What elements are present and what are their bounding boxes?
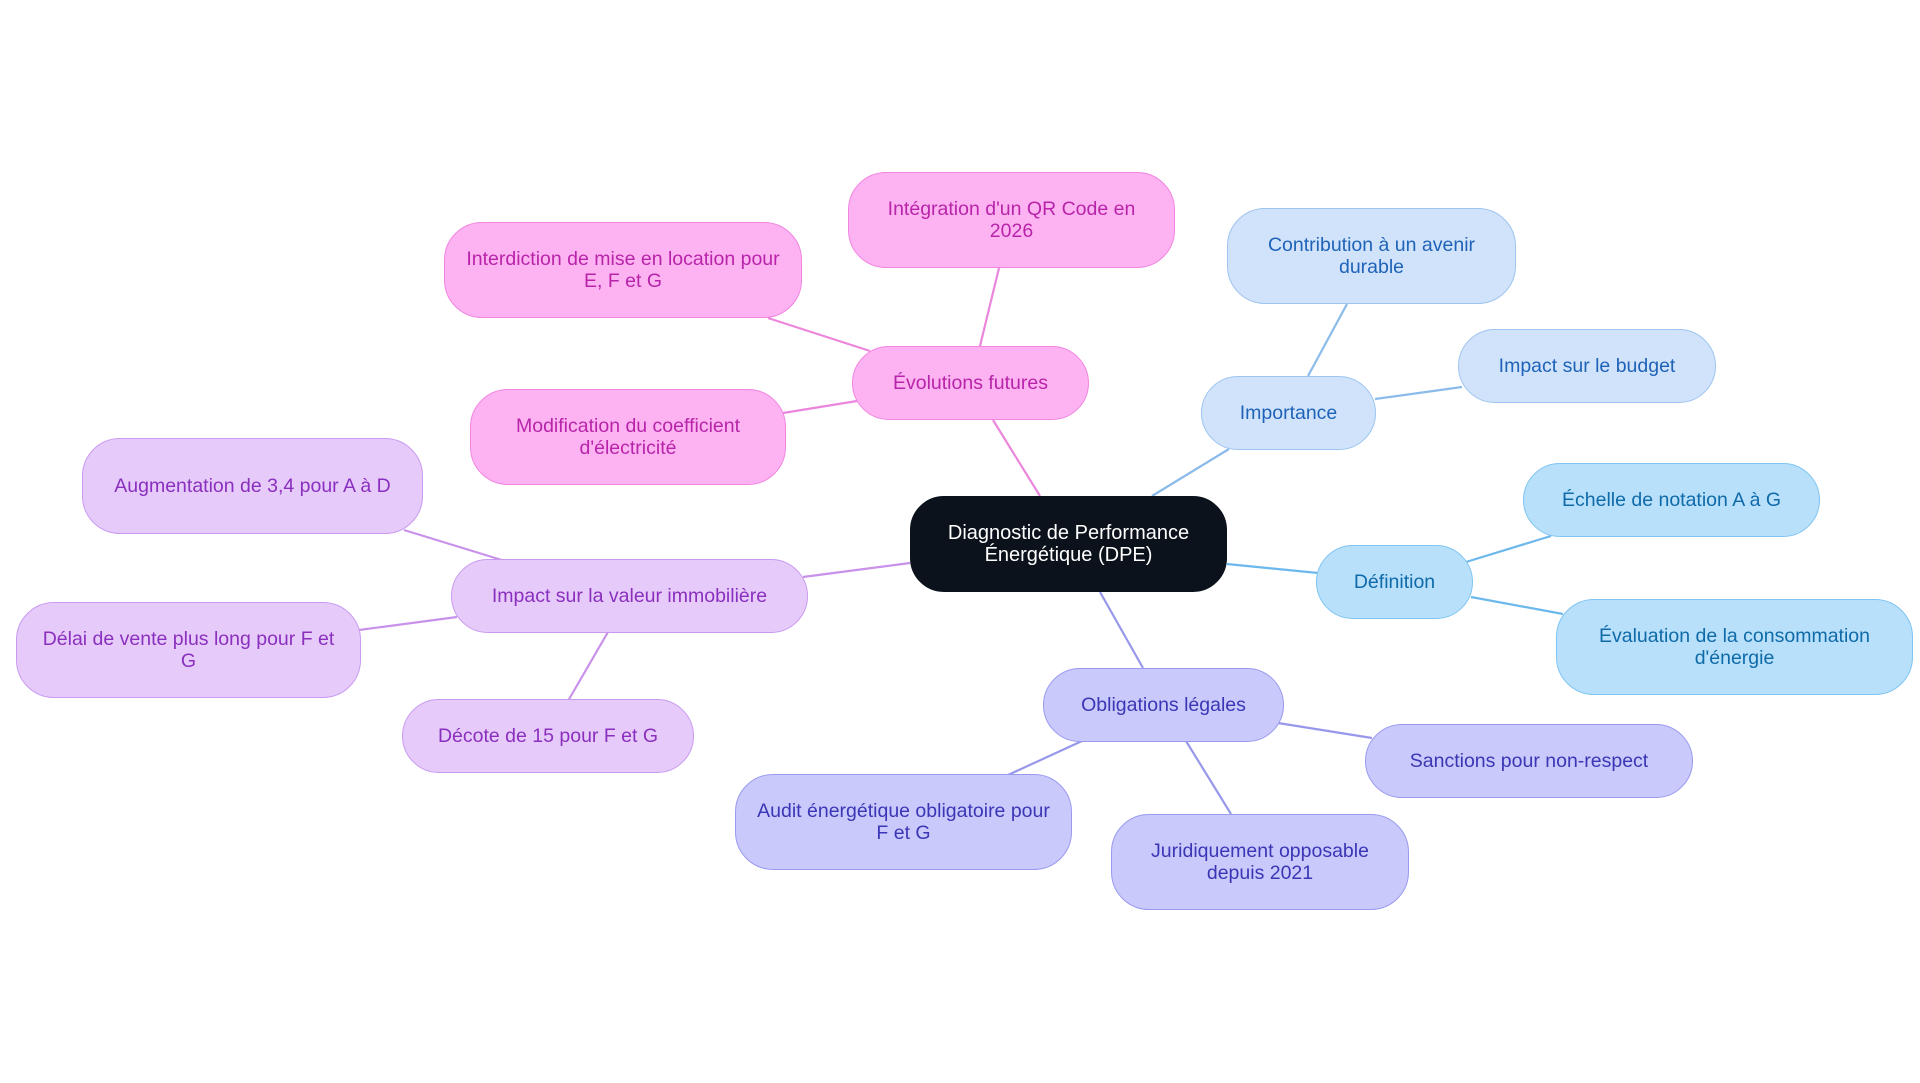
leaf-label: Modification du coefficient d'électricit… [515,415,741,459]
edge-obligations-sanctions [1277,721,1373,740]
edge-obligations-audit [1007,740,1083,776]
leaf-label: Décote de 15 pour F et G [437,725,659,747]
edge-definition-echelle [1465,534,1552,564]
edge-impact-delai [358,615,458,632]
edge-obligations-juridique [1185,740,1232,815]
leaf-node: Interdiction de mise en location pour E,… [444,222,802,318]
leaf-node: Contribution à un avenir durable [1227,208,1516,304]
edge-impact-decote [567,631,609,702]
branch-node-evolutions: Évolutions futures [852,346,1089,420]
edge-root-definition [1226,562,1319,575]
branch-label: Importance [1239,402,1338,424]
leaf-label: Intégration d'un QR Code en 2026 [887,198,1136,242]
leaf-label: Impact sur le budget [1498,355,1676,377]
branch-label: Évolutions futures [892,372,1048,394]
leaf-node: Juridiquement opposable depuis 2021 [1111,814,1409,910]
leaf-node: Audit énergétique obligatoire pour F et … [735,774,1072,870]
leaf-node: Échelle de notation A à G [1523,463,1820,537]
branch-node-definition: Définition [1316,545,1473,619]
branch-node-obligations: Obligations légales [1043,668,1284,742]
leaf-node: Évaluation de la consommation d'énergie [1556,599,1913,695]
leaf-label: Évaluation de la consommation d'énergie [1599,625,1870,669]
leaf-label: Échelle de notation A à G [1562,489,1781,511]
leaf-node: Intégration d'un QR Code en 2026 [848,172,1175,268]
leaf-node: Impact sur le budget [1458,329,1716,403]
leaf-node: Sanctions pour non-respect [1365,724,1693,798]
edge-root-evolutions [992,419,1041,497]
root-node-label: Diagnostic de Performance Énergétique (D… [947,522,1190,566]
leaf-label: Augmentation de 3,4 pour A à D [114,475,391,497]
branch-node-impact: Impact sur la valeur immobilière [451,559,808,633]
edge-definition-evaluation [1470,595,1564,616]
leaf-node: Décote de 15 pour F et G [402,699,694,773]
branch-label: Définition [1353,571,1436,593]
edge-evolutions-qrcode [978,267,1001,347]
edge-importance-contribution [1307,303,1348,377]
leaf-label: Audit énergétique obligatoire pour F et … [757,800,1050,844]
edge-evolutions-interdiction [767,316,871,353]
edge-root-obligations [1099,591,1144,669]
leaf-label: Sanctions pour non-respect [1409,750,1649,772]
leaf-node: Délai de vente plus long pour F et G [16,602,361,698]
leaf-node: Modification du coefficient d'électricit… [470,389,786,485]
leaf-label: Interdiction de mise en location pour E,… [466,248,780,292]
edge-evolutions-modification [782,399,858,415]
leaf-label: Délai de vente plus long pour F et G [42,628,335,672]
branch-label: Impact sur la valeur immobilière [491,585,768,607]
branch-node-importance: Importance [1201,376,1376,450]
edge-importance-budget [1374,385,1463,401]
edge-root-impact [802,561,911,579]
edge-root-importance [1151,448,1230,497]
leaf-label: Contribution à un avenir durable [1267,234,1476,278]
leaf-node: Augmentation de 3,4 pour A à D [82,438,423,534]
root-node: Diagnostic de Performance Énergétique (D… [910,496,1227,592]
leaf-label: Juridiquement opposable depuis 2021 [1151,840,1369,884]
branch-label: Obligations légales [1081,694,1246,716]
edge-impact-augmentation [403,528,506,563]
